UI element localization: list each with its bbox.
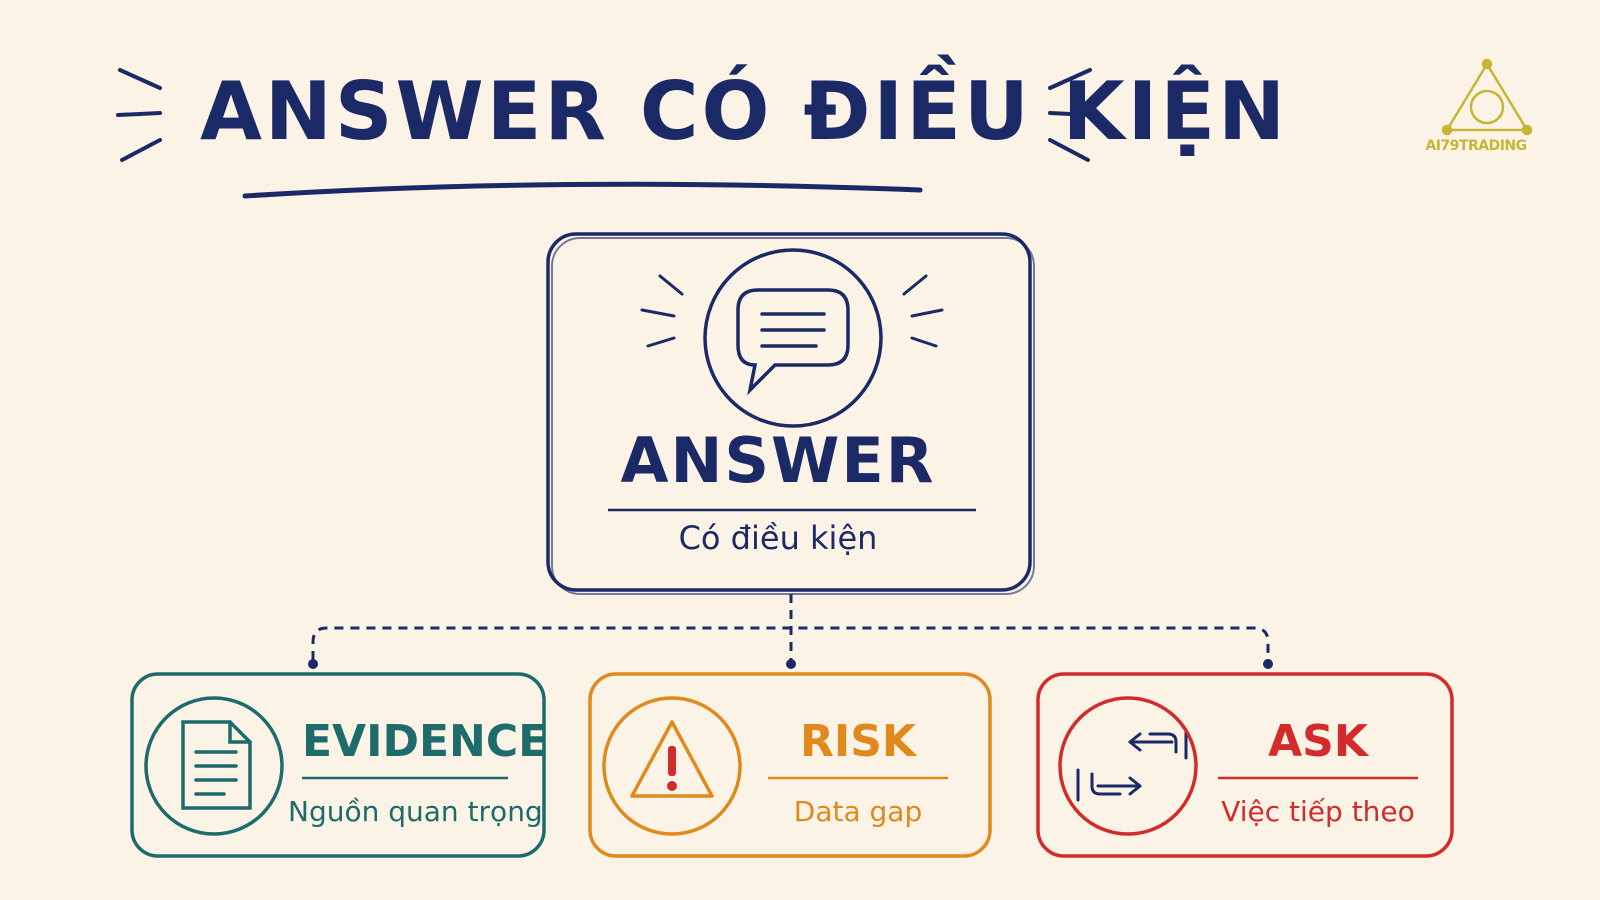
ask-subtitle: Việc tiếp theo (1221, 795, 1415, 828)
connectors (311, 594, 1270, 660)
connector-dot-right (1263, 659, 1273, 669)
risk-subtitle: Data gap (793, 795, 923, 828)
bubble-burst (640, 274, 944, 348)
page-title: ANSWER CÓ ĐIỀU KIỆN (200, 65, 1289, 158)
ask-card (1036, 672, 1454, 858)
risk-title: RISK (799, 716, 917, 767)
evidence-title: EVIDENCE (302, 716, 549, 767)
risk-card (588, 672, 992, 858)
logo-icon (1441, 58, 1533, 136)
logo-text: AI79TRADING (1425, 138, 1527, 154)
document-icon (144, 696, 284, 836)
title-burst-left (116, 68, 162, 162)
evidence-subtitle: Nguồn quan trọng (288, 795, 543, 828)
title-underline (242, 181, 923, 199)
title-burst-right (1048, 68, 1094, 162)
connector-dot-center (786, 659, 796, 669)
main-subtitle: Có điều kiện (678, 519, 878, 557)
evidence-card (130, 672, 546, 858)
main-card (546, 232, 1032, 592)
handshake-icon (1076, 728, 1188, 802)
ask-title: ASK (1268, 716, 1368, 767)
speech-bubble-icon (703, 248, 883, 428)
main-title: ANSWER (620, 424, 936, 497)
connector-dot-left (308, 659, 318, 669)
warning-icon (602, 696, 742, 836)
